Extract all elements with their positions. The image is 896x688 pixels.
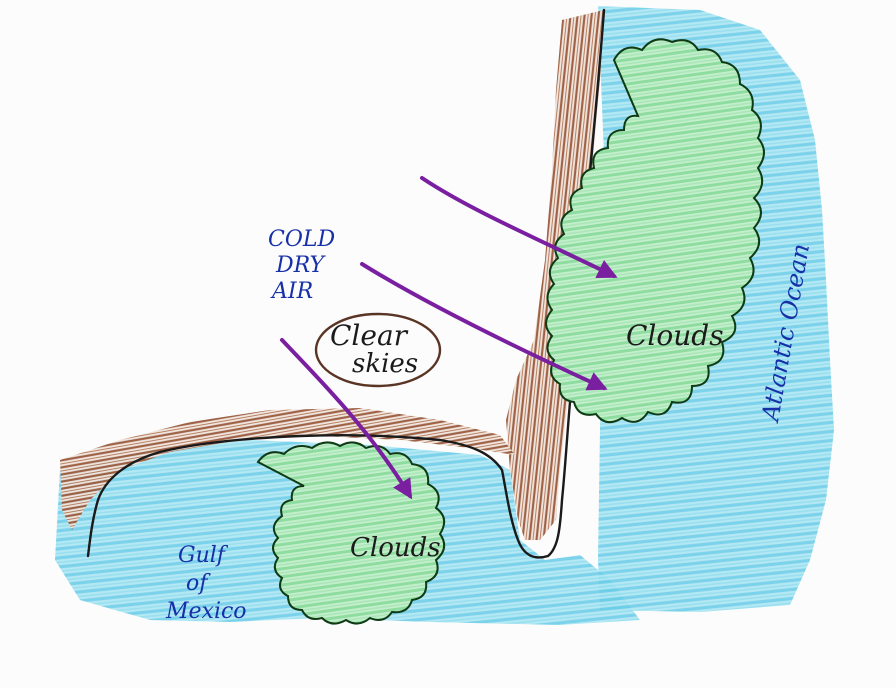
label-clouds-gulf: Clouds [350,533,441,563]
label-of: of [186,571,211,596]
label-clear: Clear [330,319,409,352]
arrow-to-east-clouds-lower [360,262,608,391]
label-air: AIR [270,279,313,304]
label-cold: COLD [268,227,335,252]
label-dry: DRY [275,253,327,278]
gulf-coast-land [60,408,515,530]
east-clouds [545,38,765,424]
label-skies: skies [352,349,418,379]
clear-skies-circle [314,312,442,388]
arrow-to-gulf-clouds [280,338,413,500]
label-mexico: Mexico [165,599,247,624]
arrow-to-east-clouds-upper [420,176,618,278]
label-clouds-east: Clouds [626,319,724,352]
label-gulf: Gulf [178,543,229,568]
